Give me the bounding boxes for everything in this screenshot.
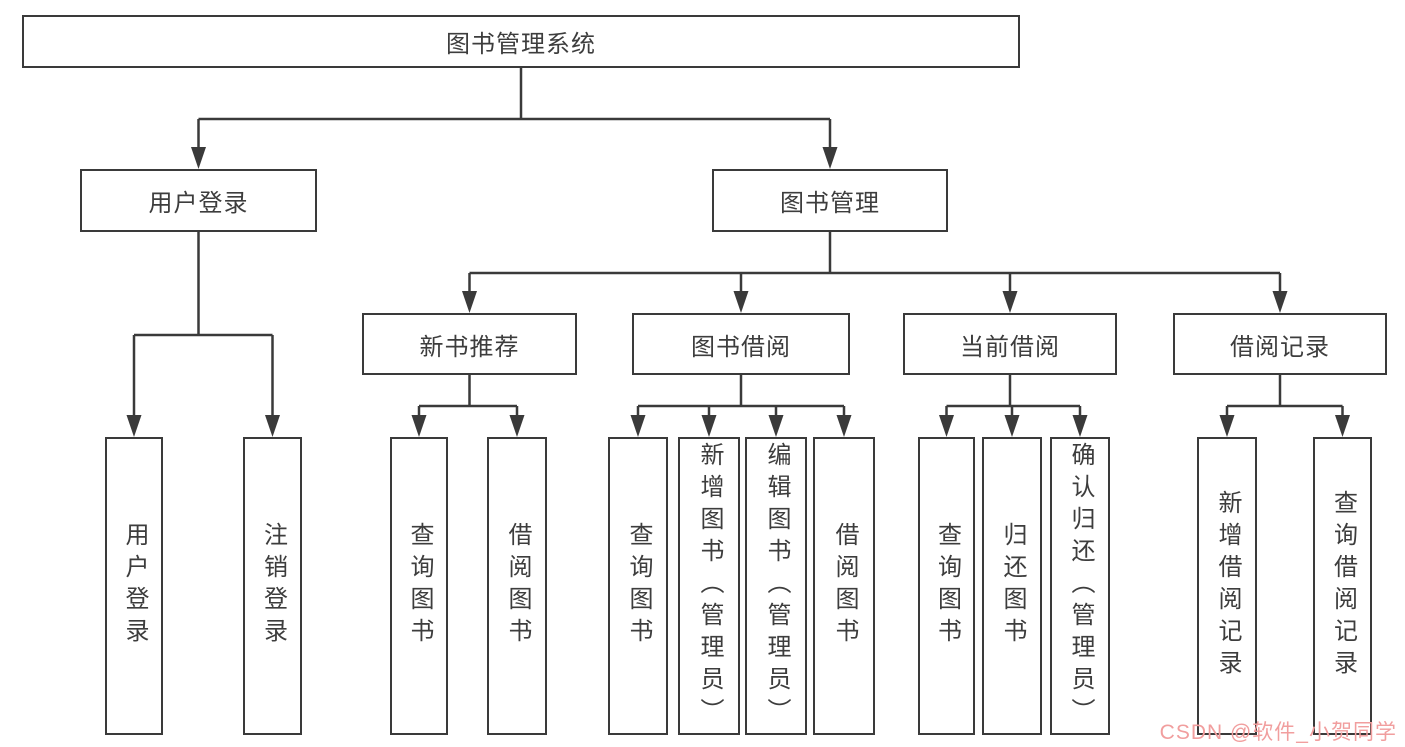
node-new-book-recommend: 新书推荐 (362, 313, 577, 375)
node-label: 查询图书 (933, 522, 961, 650)
node-book-management: 图书管理 (712, 169, 948, 232)
leaf-query-books: 查询图书 (390, 437, 448, 735)
node-borrowing-records: 借阅记录 (1173, 313, 1387, 375)
leaf-query-books: 查询图书 (608, 437, 668, 735)
leaf-query-borrow-record: 查询借阅记录 (1313, 437, 1372, 735)
node-label: 查询借阅记录 (1329, 490, 1357, 682)
node-label: 查询图书 (625, 522, 652, 650)
node-book-borrowing: 图书借阅 (632, 313, 850, 375)
node-label: 用户登录 (148, 190, 249, 217)
node-label: 借阅图书 (504, 522, 531, 650)
node-label: 图书管理系统 (446, 31, 596, 58)
csdn-watermark: CSDN @软件_小贺同学 (1159, 721, 1397, 744)
node-label: 编辑图书（管理员） (763, 442, 790, 730)
node-label: 借阅图书 (831, 522, 858, 650)
node-label: 新增借阅记录 (1214, 490, 1241, 682)
leaf-return-books: 归还图书 (982, 437, 1042, 735)
node-label: 归还图书 (999, 522, 1026, 650)
node-label: 查询图书 (406, 522, 433, 650)
node-label: 用户登录 (121, 522, 148, 650)
leaf-confirm-return-admin: 确认归还（管理员） (1050, 437, 1110, 735)
node-label: 新书推荐 (419, 333, 520, 361)
leaf-add-book-admin: 新增图书（管理员） (678, 437, 740, 735)
node-user-login: 用户登录 (80, 169, 317, 232)
node-current-borrowing: 当前借阅 (903, 313, 1117, 375)
leaf-logout: 注销登录 (243, 437, 302, 735)
node-label: 新增图书（管理员） (696, 442, 723, 730)
leaf-user-login: 用户登录 (105, 437, 163, 735)
node-library-management-system: 图书管理系统 (22, 15, 1020, 68)
node-label: 图书管理 (780, 190, 880, 217)
leaf-query-books: 查询图书 (918, 437, 975, 735)
node-label: 当前借阅 (960, 333, 1060, 361)
leaf-edit-book-admin: 编辑图书（管理员） (745, 437, 807, 735)
leaf-add-borrow-record: 新增借阅记录 (1197, 437, 1257, 735)
node-label: 图书借阅 (691, 333, 791, 361)
leaf-borrow-books: 借阅图书 (813, 437, 875, 735)
node-label: 注销登录 (259, 522, 287, 650)
node-label: 借阅记录 (1230, 333, 1330, 361)
leaf-borrow-books: 借阅图书 (487, 437, 547, 735)
node-label: 确认归还（管理员） (1067, 442, 1094, 730)
